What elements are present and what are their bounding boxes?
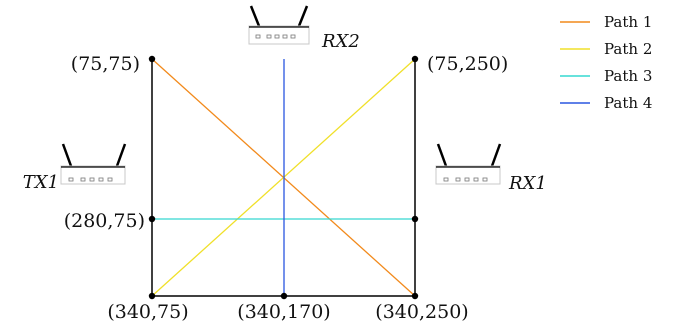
device-tx1-label: TX1 bbox=[23, 172, 59, 193]
device-rx1-label: RX1 bbox=[508, 173, 547, 194]
legend-label-path-2: Path 2 bbox=[604, 40, 652, 58]
legend-label-path-1: Path 1 bbox=[604, 13, 652, 31]
node-340-250 bbox=[411, 292, 419, 300]
label-340-250: (340,250) bbox=[375, 301, 468, 323]
node-75-250 bbox=[411, 55, 419, 63]
label-280-75: (280,75) bbox=[64, 210, 145, 232]
node-340-170 bbox=[280, 292, 288, 300]
legend-label-path-3: Path 3 bbox=[604, 67, 652, 85]
node-75-75 bbox=[148, 55, 156, 63]
router-icon bbox=[60, 143, 127, 185]
router-icon bbox=[248, 5, 310, 45]
router-icon bbox=[435, 143, 502, 185]
legend: Path 1 Path 2 Path 3 Path 4 bbox=[560, 13, 652, 112]
node-280-75 bbox=[148, 215, 156, 223]
nodes bbox=[148, 55, 419, 300]
label-340-75: (340,75) bbox=[107, 301, 188, 323]
node-280-250 bbox=[411, 215, 419, 223]
label-75-75: (75,75) bbox=[71, 53, 140, 75]
label-75-250: (75,250) bbox=[427, 53, 508, 75]
legend-label-path-4: Path 4 bbox=[604, 94, 652, 112]
device-rx2-label: RX2 bbox=[321, 31, 360, 52]
node-340-75 bbox=[148, 292, 156, 300]
label-340-170: (340,170) bbox=[237, 301, 330, 323]
